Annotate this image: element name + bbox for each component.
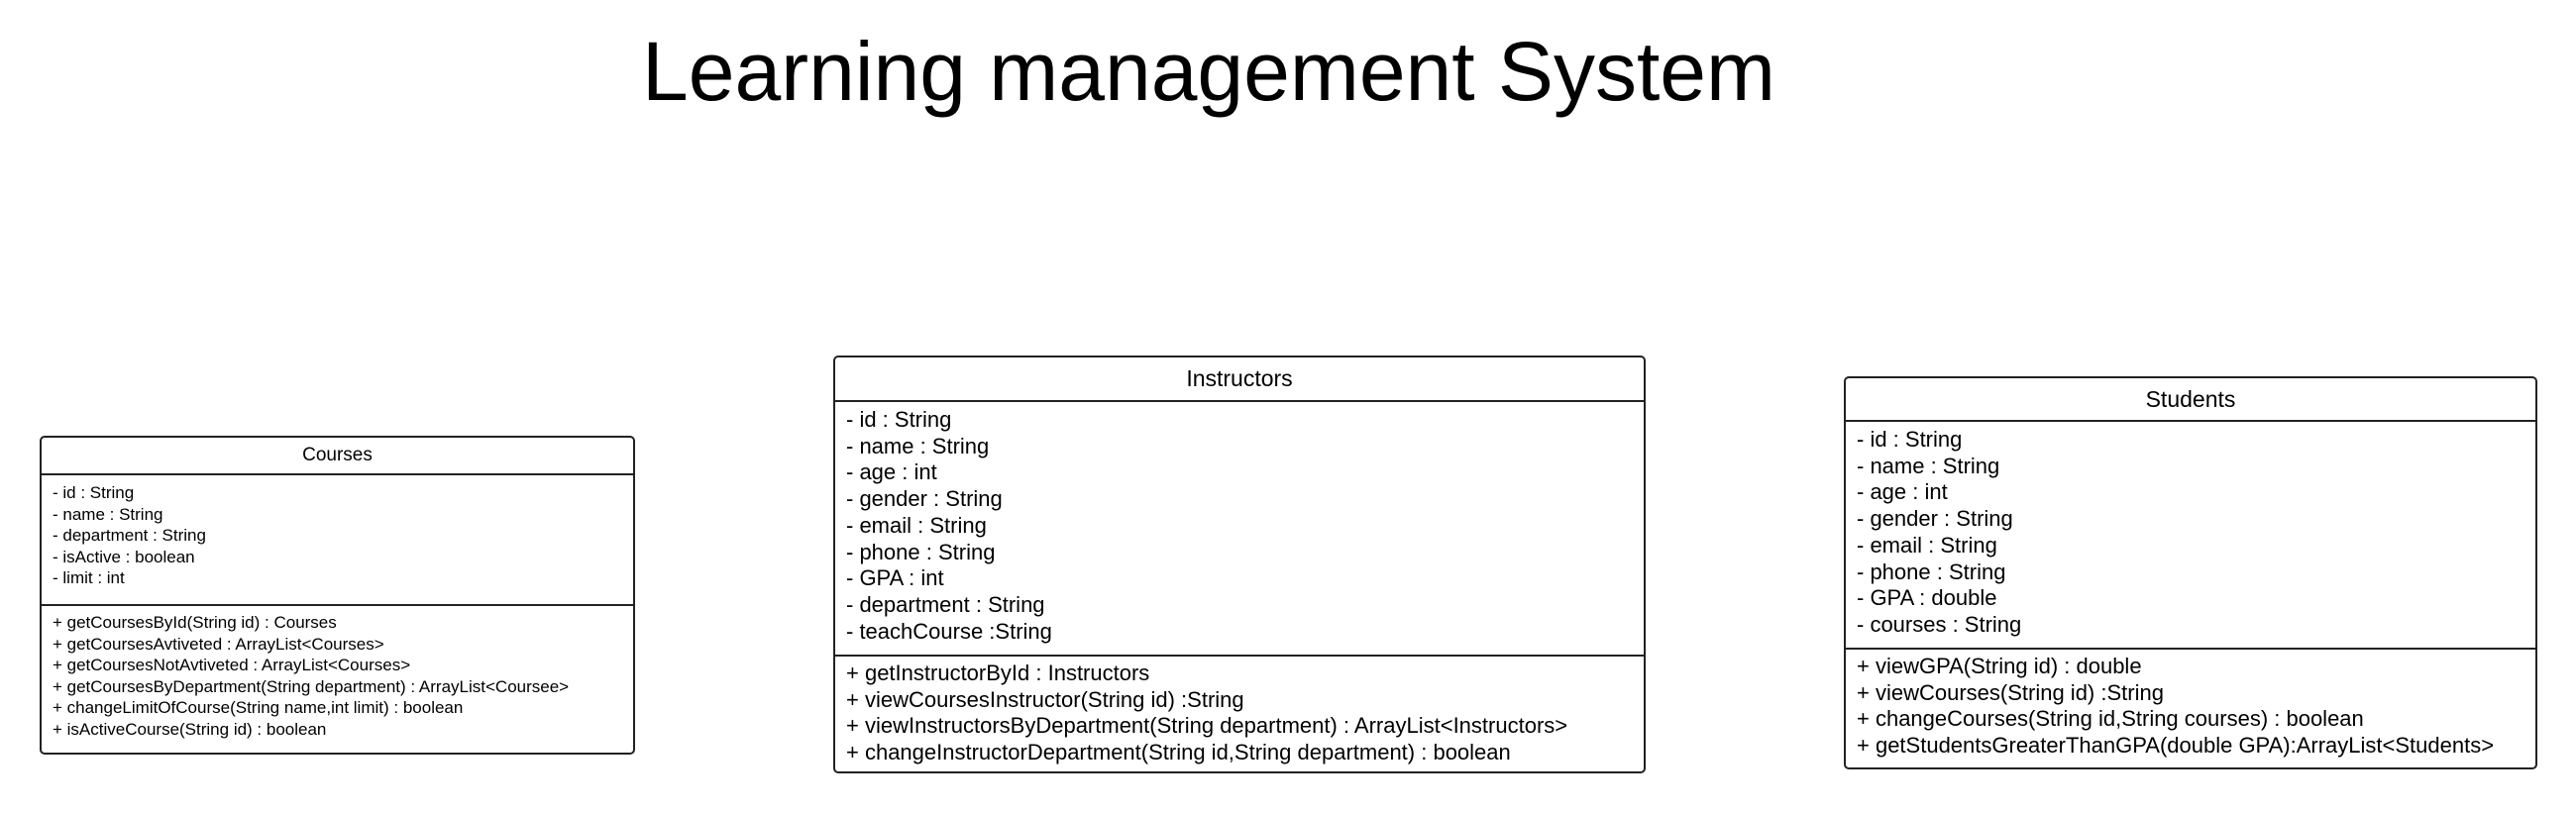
operations-section: + getInstructorById : Instructors + view… <box>835 657 1644 766</box>
operation-row: + getCoursesNotAvtiveted : ArrayList<Cou… <box>53 656 411 675</box>
attribute-row: - age : int <box>1857 479 1948 505</box>
attribute-row: - GPA : int <box>846 565 944 591</box>
attribute-row: - age : int <box>846 459 937 485</box>
operation-row: + viewInstructorsByDepartment(String dep… <box>846 713 1568 739</box>
attributes-section: - id : String - name : String - age : in… <box>835 402 1644 657</box>
attribute-row: - email : String <box>846 512 987 538</box>
attribute-row: - id : String <box>53 483 135 502</box>
attribute-row: - name : String <box>53 504 163 524</box>
class-instructors[interactable]: Instructors - id : String - name : Strin… <box>833 356 1646 773</box>
diagram-title: Learning management System <box>642 25 1775 118</box>
attribute-row: - id : String <box>1857 427 1963 452</box>
attribute-row: - name : String <box>846 433 990 458</box>
attribute-row: - phone : String <box>1857 559 2006 584</box>
class-name: Instructors <box>835 357 1644 402</box>
class-name: Courses <box>42 438 633 475</box>
operation-row: + viewCourses(String id) :String <box>1857 679 2164 705</box>
class-students[interactable]: Students - id : String - name : String -… <box>1844 376 2537 769</box>
operation-row: + isActiveCourse(String id) : boolean <box>53 719 327 739</box>
attribute-row: - id : String <box>846 407 952 432</box>
operation-row: + getInstructorById : Instructors <box>846 661 1150 685</box>
operation-row: + getCoursesByDepartment(String departme… <box>53 676 570 696</box>
attributes-section: - id : String - name : String - departme… <box>42 475 633 606</box>
attribute-row: - department : String <box>846 591 1045 617</box>
class-name: Students <box>1846 378 2535 422</box>
operation-row: + changeInstructorDepartment(String id,S… <box>846 740 1511 765</box>
operation-row: + getCoursesById(String id) : Courses <box>53 613 337 632</box>
operation-row: + getCoursesAvtiveted : ArrayList<Course… <box>53 634 384 654</box>
attribute-row: - gender : String <box>1857 506 2013 532</box>
operation-row: + viewGPA(String id) : double <box>1857 654 2142 678</box>
operation-row: + getStudentsGreaterThanGPA(double GPA):… <box>1857 733 2495 759</box>
class-courses[interactable]: Courses - id : String - name : String - … <box>40 436 635 755</box>
operation-row: + viewCoursesInstructor(String id) :Stri… <box>846 686 1244 712</box>
operation-row: + changeCourses(String id,String courses… <box>1857 706 2364 732</box>
operations-section: + getCoursesById(String id) : Courses + … <box>42 606 633 741</box>
operations-section: + viewGPA(String id) : double + viewCour… <box>1846 650 2535 760</box>
operation-row: + changeLimitOfCourse(String name,int li… <box>53 698 464 718</box>
attribute-row: - teachCourse :String <box>846 618 1052 644</box>
attributes-section: - id : String - name : String - age : in… <box>1846 422 2535 650</box>
attribute-row: - department : String <box>53 526 206 546</box>
attribute-row: - limit : int <box>53 568 125 588</box>
attribute-row: - gender : String <box>846 486 1003 512</box>
attribute-row: - isActive : boolean <box>53 547 195 566</box>
attribute-row: - name : String <box>1857 453 2000 478</box>
attribute-row: - email : String <box>1857 532 1997 558</box>
attribute-row: - courses : String <box>1857 611 2022 637</box>
attribute-row: - GPA : double <box>1857 585 1997 611</box>
attribute-row: - phone : String <box>846 539 996 564</box>
